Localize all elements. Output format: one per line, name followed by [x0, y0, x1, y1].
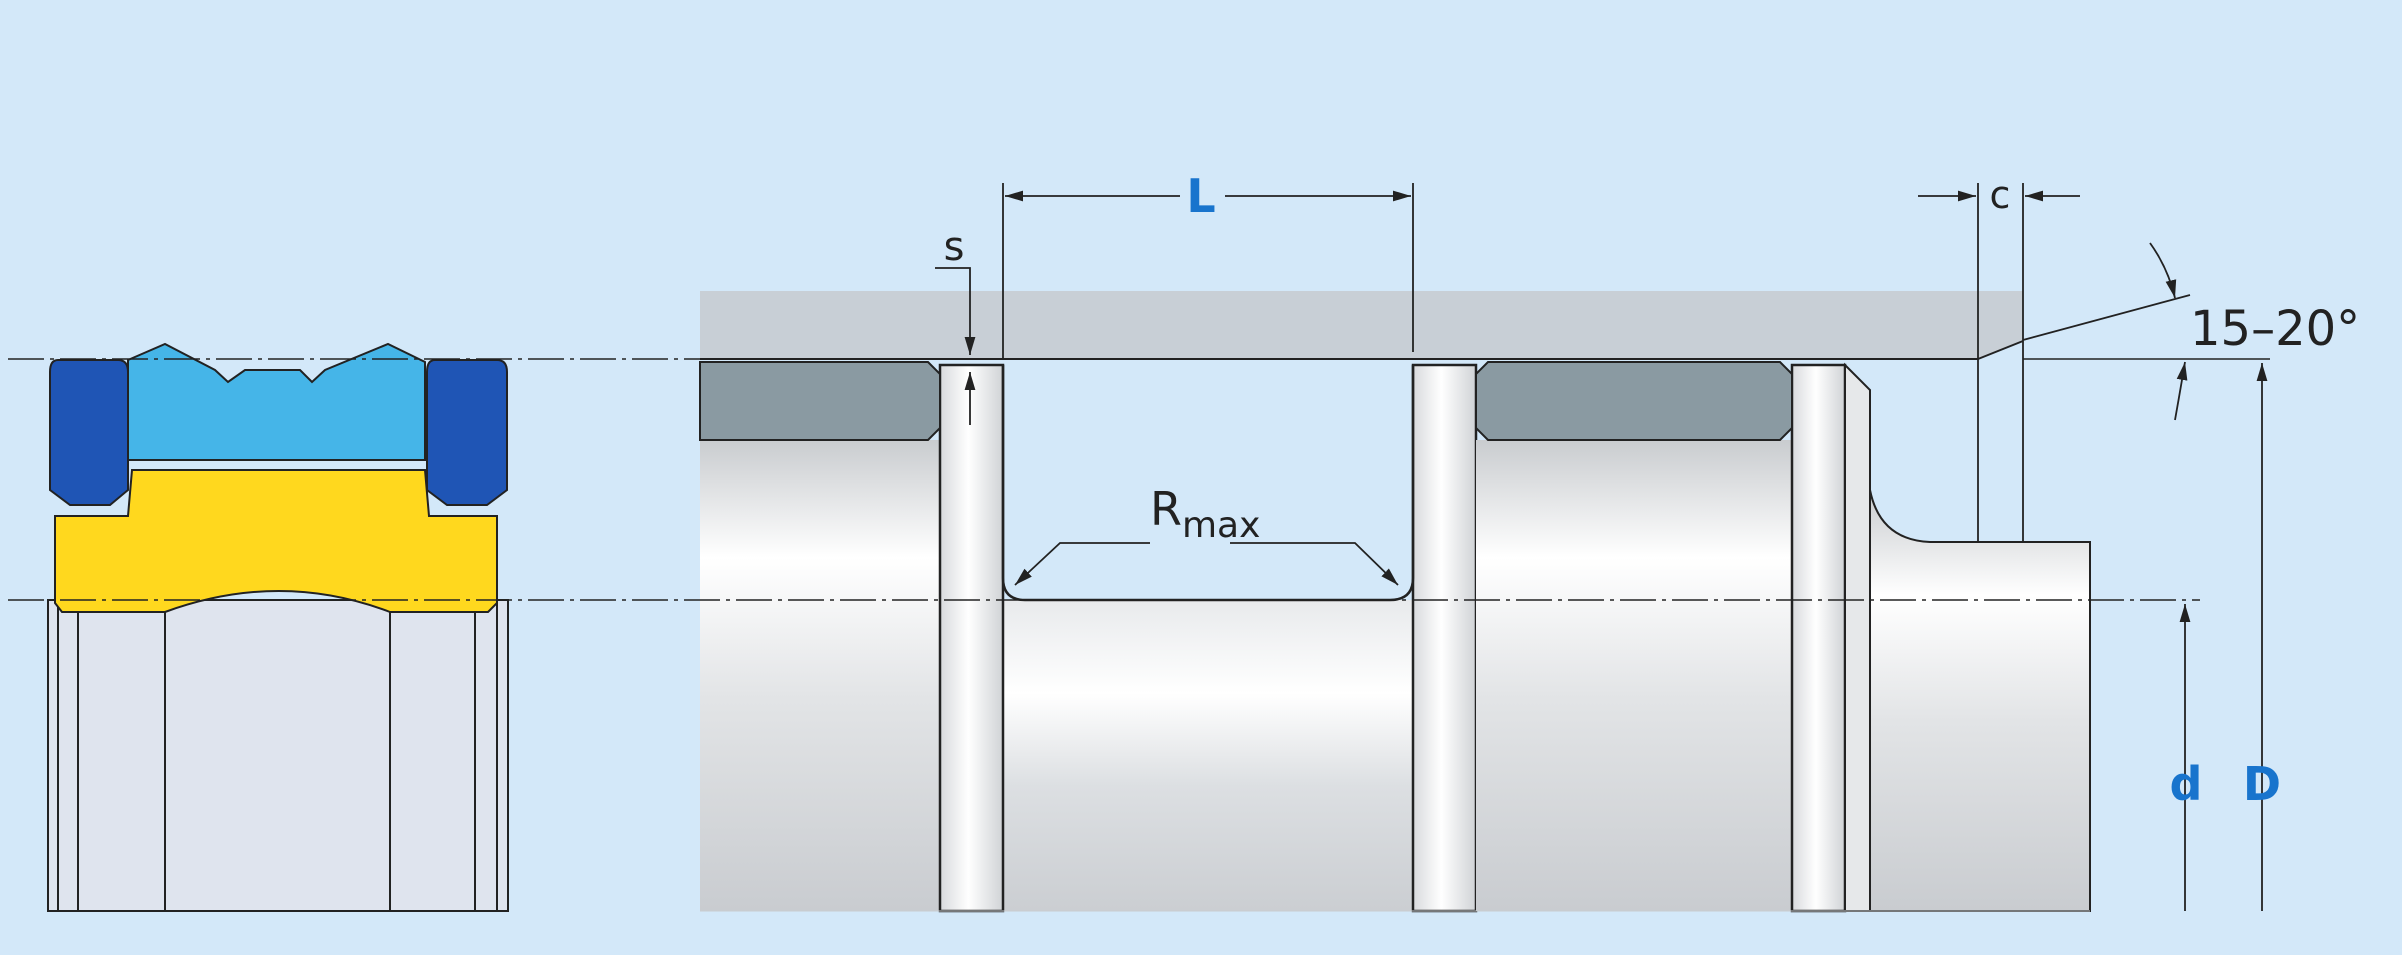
centre-lines [8, 358, 2270, 601]
piston-land-1 [938, 363, 1005, 913]
label-d: d [2170, 757, 2203, 811]
label-L: L [1186, 169, 1215, 223]
seal-cross-section [47, 342, 509, 912]
seal-band-1 [699, 361, 941, 441]
seal-guide-ring-left [49, 359, 129, 506]
piston-segment-1 [700, 440, 940, 911]
dimension-lines [935, 183, 2268, 911]
seal-ring-body [47, 599, 509, 912]
label-s: s [944, 224, 965, 270]
piston-rod-end [1869, 489, 2091, 912]
piston-land-3 [1790, 363, 1847, 913]
seal-guide-ring-right [426, 359, 508, 506]
label-c: c [1990, 173, 2011, 217]
groove-assembly [699, 291, 2091, 913]
seal-band-2 [1475, 361, 1793, 441]
seal-main-ring [127, 342, 426, 461]
groove-bottom [1003, 600, 1413, 911]
label-angle: 15–20° [2190, 301, 2360, 357]
piston-segment-2 [1476, 440, 1792, 911]
seal-backup-ring [54, 469, 498, 613]
label-r-max: Rmax [1150, 482, 1260, 546]
bore-housing [700, 291, 2023, 359]
piston-land-2 [1411, 363, 1478, 913]
label-D: D [2243, 757, 2281, 811]
